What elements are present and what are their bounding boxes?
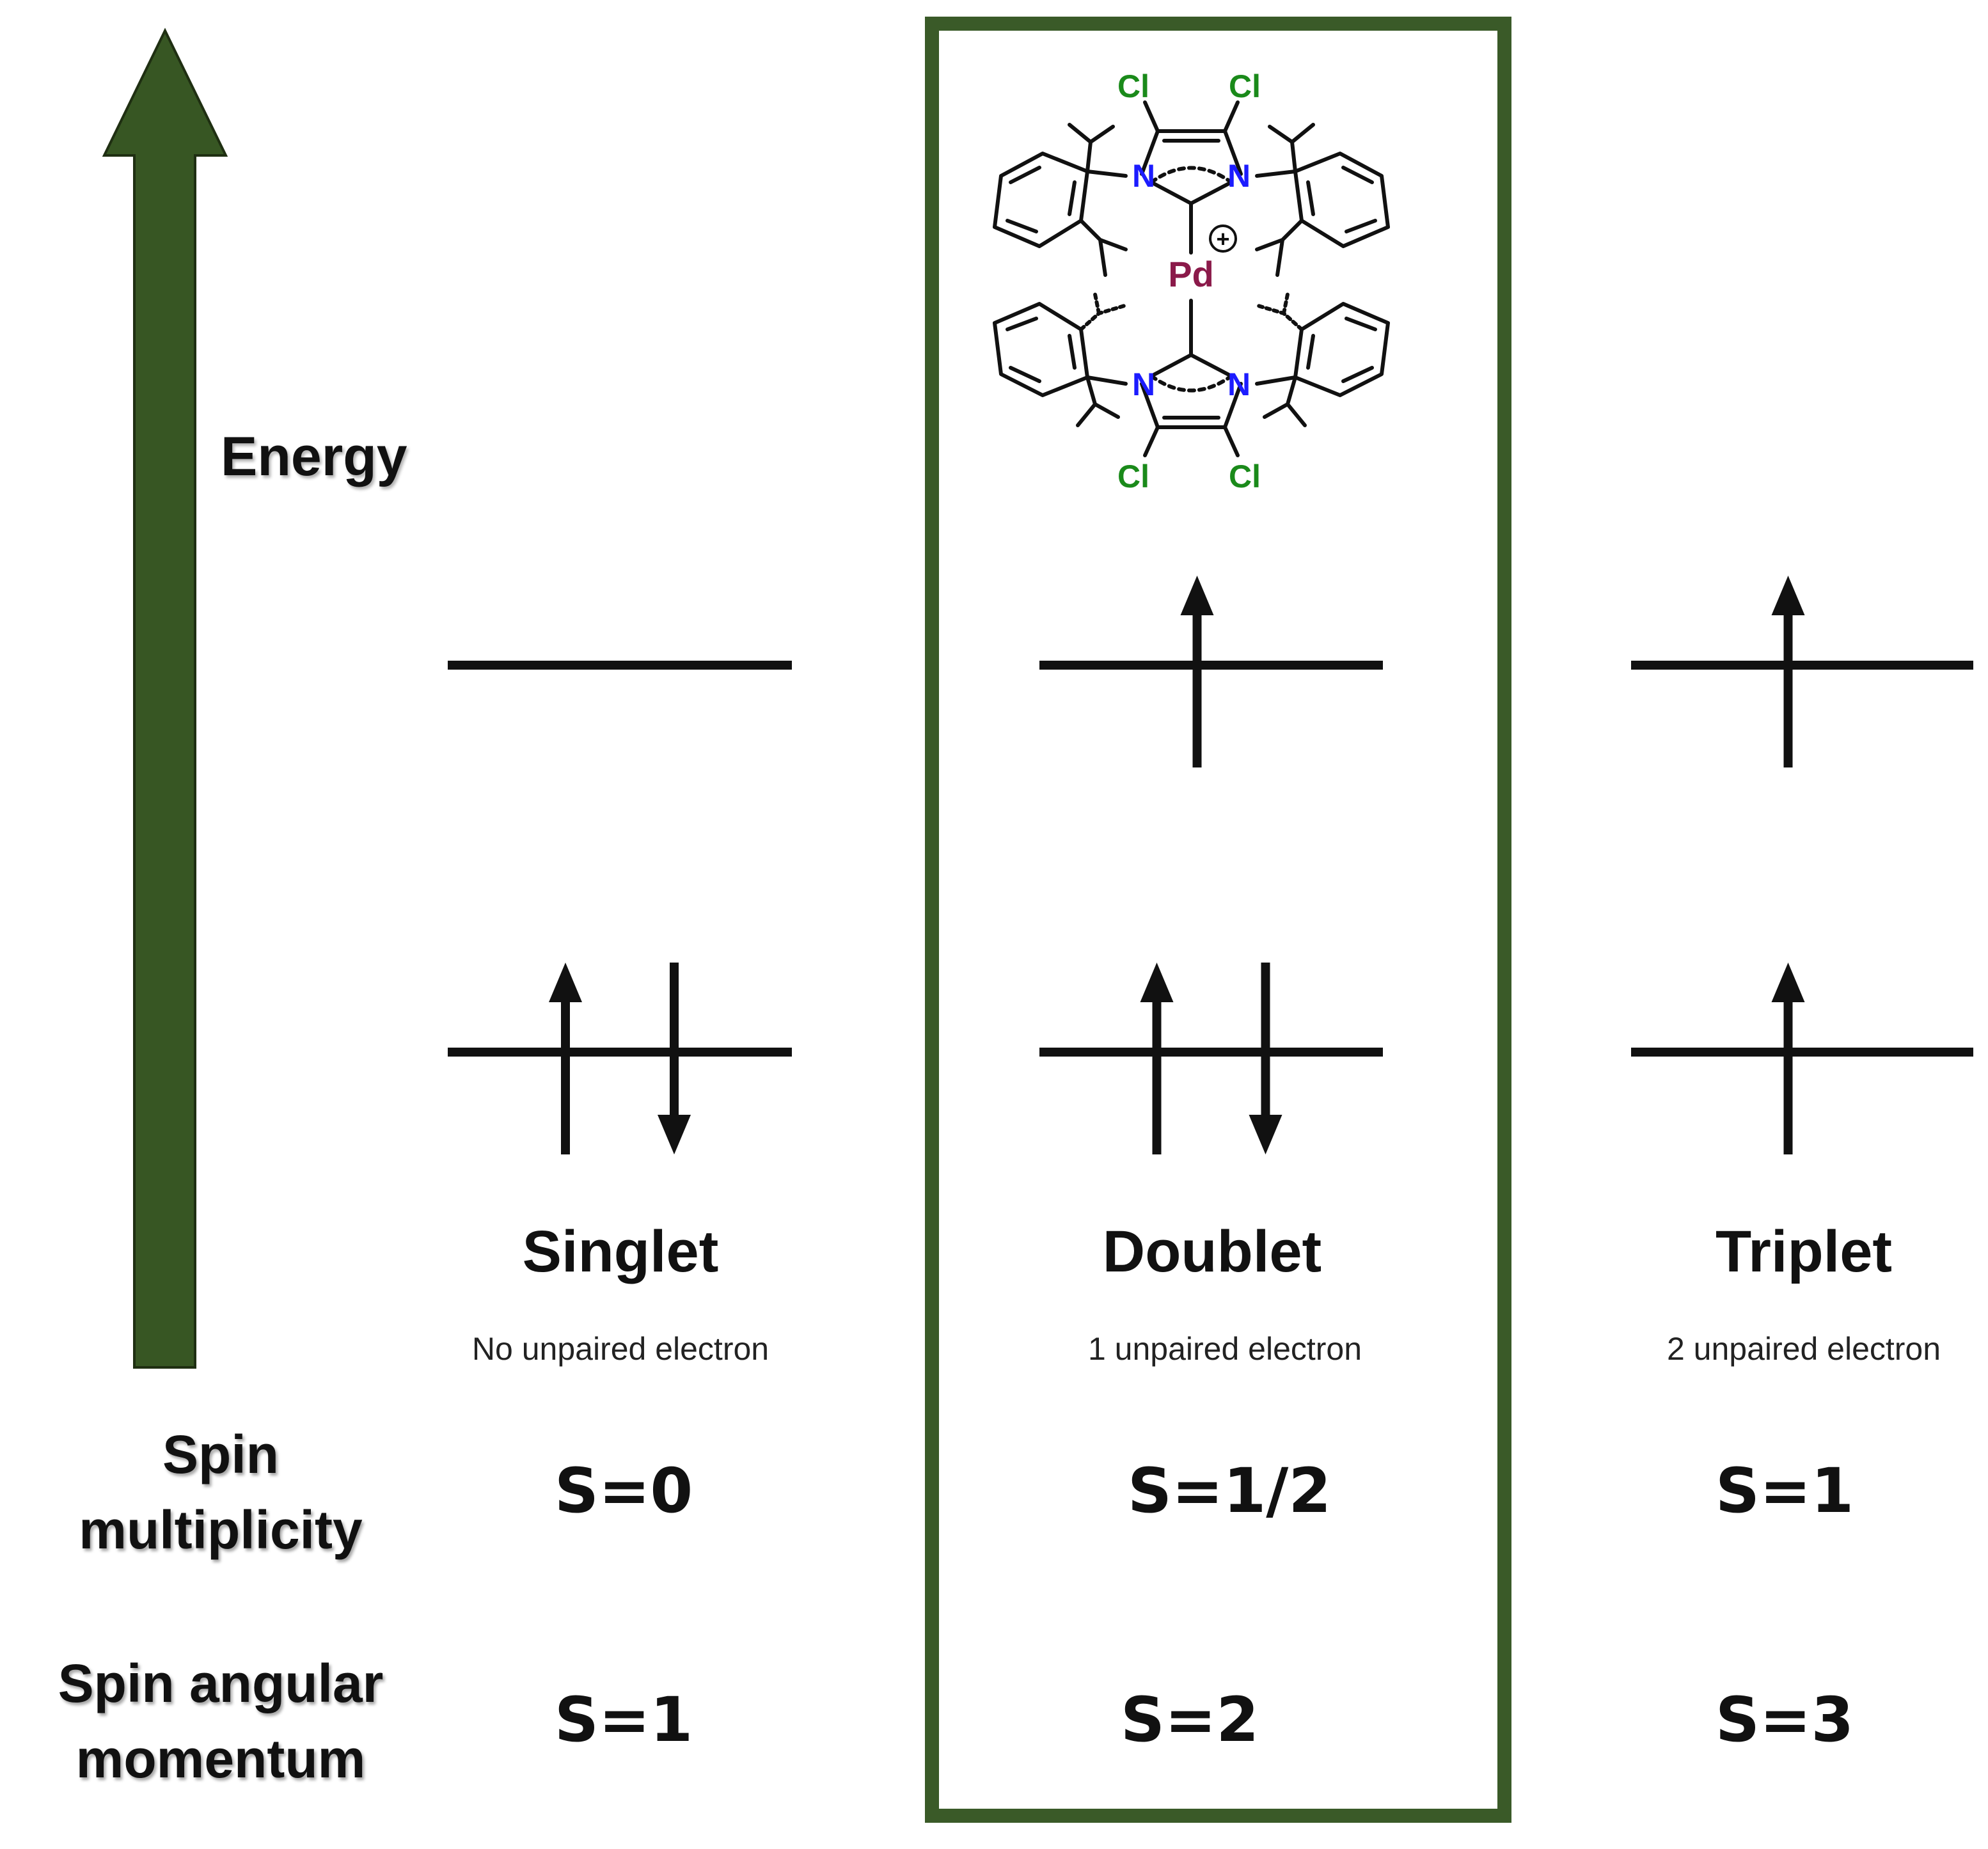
- isopropyl-group: [1268, 123, 1315, 173]
- palladium-label: Pd: [1168, 254, 1214, 294]
- aryl-ring-inner: [1006, 166, 1077, 233]
- pd-complex-structure: [993, 100, 1390, 457]
- spin-multiplicity-triplet: S=1: [1715, 1455, 1854, 1527]
- state-description-doublet: 1 unpaired electron: [1087, 1331, 1362, 1367]
- spin-angular-momentum-row-label: Spin angular momentum: [58, 1646, 384, 1797]
- top-carbene-arc: [1149, 166, 1233, 184]
- top-cl-bond-right: [1223, 100, 1240, 133]
- bottom-n-c-left: [1149, 353, 1193, 378]
- aryl-ring-inner: [1006, 317, 1077, 383]
- nitrogen-label: N: [1132, 366, 1155, 402]
- chlorine-label: Cl: [1117, 459, 1149, 494]
- chlorine-label: Cl: [1117, 68, 1149, 104]
- n-aryl-bond: [1255, 375, 1297, 386]
- aryl-ring-inner: [1306, 166, 1377, 233]
- isopropyl-group: [1079, 292, 1126, 331]
- isopropyl-group: [1256, 292, 1304, 331]
- bottom-n-c-right: [1189, 353, 1233, 378]
- spin-angular-momentum-doublet: S=2: [1120, 1684, 1259, 1756]
- spin-down-arrow-head: [658, 1115, 691, 1154]
- row-label-line: multiplicity: [79, 1500, 363, 1560]
- spin-multiplicity-doublet: S=1/2: [1127, 1455, 1332, 1527]
- energy-axis-arrow: [102, 28, 228, 1369]
- charge-sign: +: [1216, 226, 1229, 252]
- nitrogen-label: N: [1227, 158, 1250, 194]
- molecule-atom-labels: Cl Cl Cl Cl N N N N Pd +: [1117, 68, 1261, 494]
- isopropyl-group: [1079, 219, 1128, 277]
- spin-angular-momentum-triplet: S=3: [1715, 1684, 1854, 1756]
- row-label-line: Spin angular: [58, 1653, 384, 1713]
- spin-up-arrow-head: [1140, 963, 1174, 1002]
- top-n-c-left: [1149, 180, 1193, 205]
- doublet-highlight-box: [925, 17, 1511, 1823]
- n-aryl-bond: [1255, 169, 1297, 178]
- isopropyl-group: [1263, 375, 1307, 427]
- state-name-doublet: Doublet: [1102, 1219, 1322, 1284]
- bottom-imidazole-ring: [1140, 382, 1243, 429]
- top-n-c-right: [1189, 180, 1233, 205]
- spin-multiplicity-row-label: Spin multiplicity: [79, 1417, 362, 1568]
- orbital-levels: [448, 576, 1973, 1154]
- state-name-singlet: Singlet: [522, 1219, 719, 1284]
- cation-charge-circle: [1209, 224, 1237, 253]
- bottom-carbene-arc: [1149, 374, 1233, 393]
- spin-multiplicity-singlet: S=0: [554, 1455, 693, 1527]
- bottom-cl-bond-left: [1143, 425, 1160, 457]
- chlorine-label: Cl: [1229, 68, 1261, 104]
- isopropyl-group: [1068, 123, 1115, 173]
- bottom-cl-bond-right: [1223, 425, 1240, 457]
- spin-angular-momentum-singlet: S=1: [554, 1684, 693, 1756]
- n-aryl-bond: [1085, 169, 1128, 178]
- isopropyl-group: [1255, 219, 1304, 277]
- row-label-line: momentum: [75, 1729, 366, 1789]
- nitrogen-label: N: [1132, 158, 1155, 194]
- state-description-singlet: No unpaired electron: [471, 1331, 769, 1367]
- spin-up-arrow-head: [1180, 576, 1214, 615]
- spin-up-arrow-head: [549, 963, 582, 1002]
- aryl-ring-inner: [1306, 317, 1377, 383]
- chlorine-label: Cl: [1229, 459, 1261, 494]
- state-description-triplet: 2 unpaired electron: [1666, 1331, 1941, 1367]
- spin-down-arrow-head: [1249, 1115, 1282, 1154]
- energy-axis-label: Energy: [221, 426, 407, 487]
- n-aryl-bond: [1085, 375, 1128, 386]
- state-name-triplet: Triplet: [1715, 1219, 1893, 1284]
- isopropyl-group: [1076, 375, 1120, 427]
- top-imidazole-ring: [1140, 129, 1243, 176]
- nitrogen-label: N: [1227, 366, 1250, 402]
- spin-up-arrow-head: [1771, 963, 1805, 1002]
- spin-up-arrow-head: [1771, 576, 1805, 615]
- top-cl-bond-left: [1143, 100, 1160, 133]
- row-label-line: Spin: [162, 1424, 279, 1484]
